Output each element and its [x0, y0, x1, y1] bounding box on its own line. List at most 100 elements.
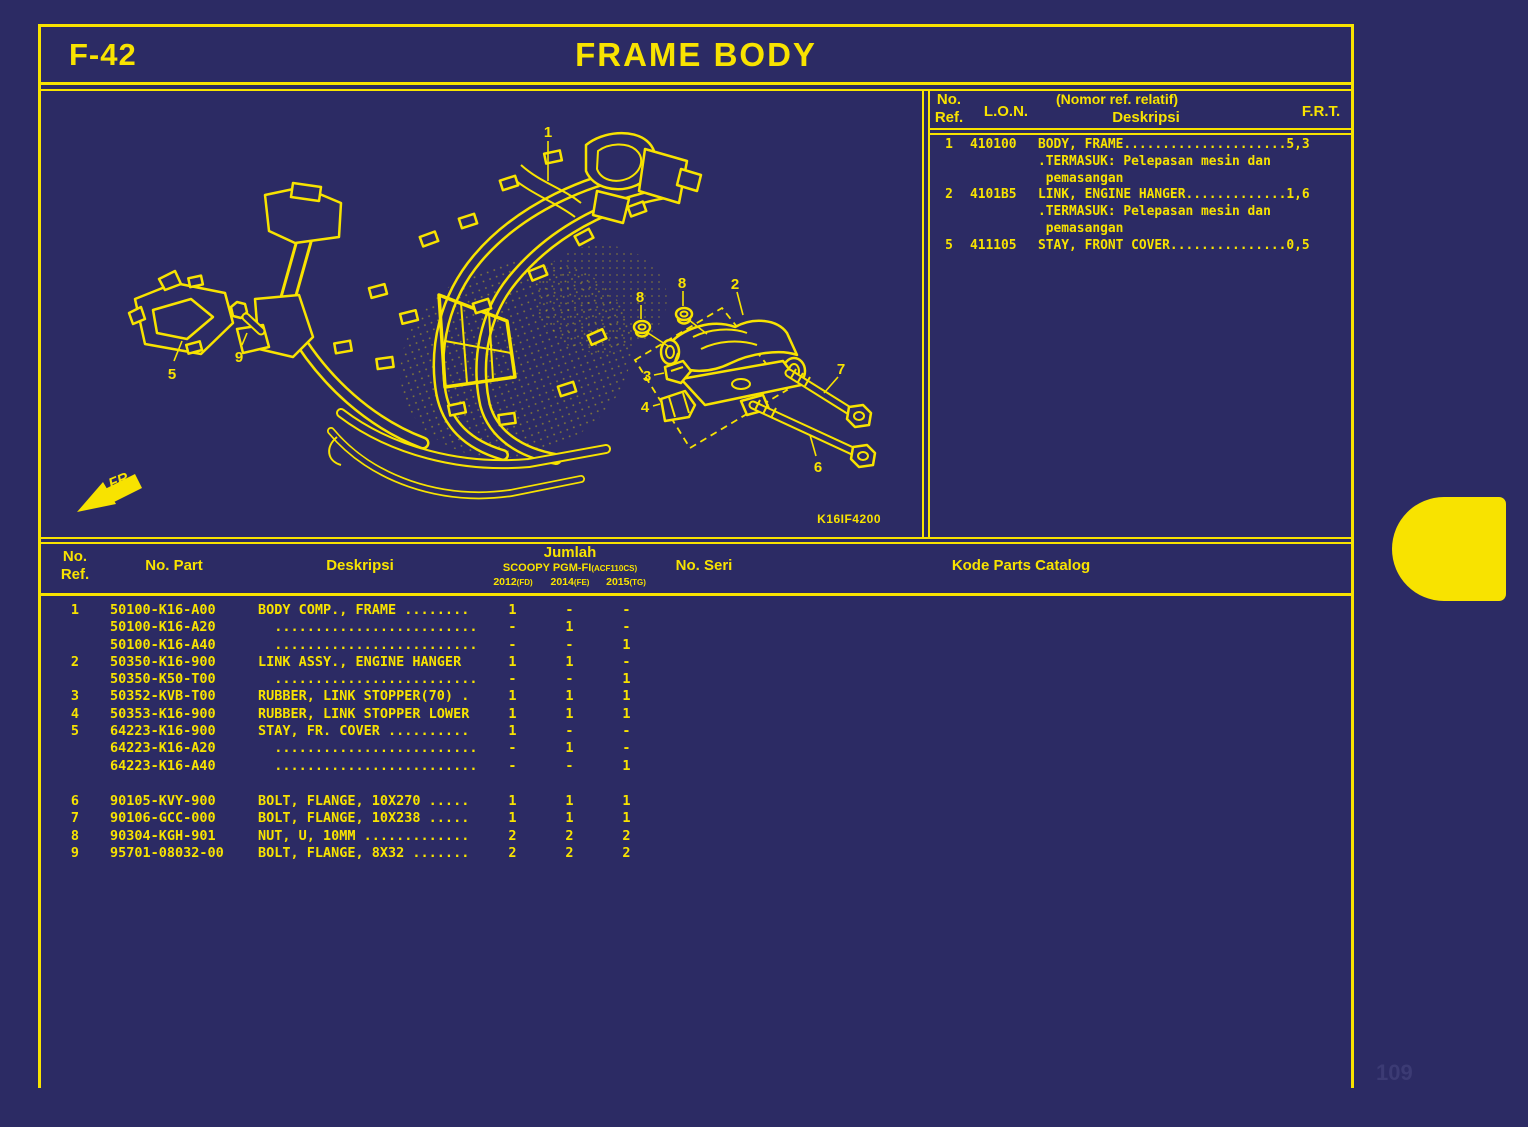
divider: [922, 91, 924, 537]
callout-8a: 8: [636, 289, 644, 306]
parts-col-model: SCOOPY PGM-FI(ACF110CS): [503, 562, 637, 574]
qty-2012: 1: [508, 810, 517, 827]
parts-table-row: 64223-K16-A20 ......................... -…: [41, 740, 1351, 757]
qty-2014: 1: [565, 792, 574, 809]
front-direction-arrow: FR.: [77, 468, 142, 512]
part-description: .........................: [258, 636, 478, 653]
stay-front-cover-part: [127, 269, 235, 356]
ref-table-line: .TERMASUK: Pelepasan mesin dan: [930, 154, 1351, 171]
ref-col-no: No.: [936, 91, 962, 108]
year-label: 2012: [493, 576, 517, 588]
ref-description: BODY, FRAME.....................5,3: [1038, 137, 1310, 152]
callout-2: 2: [731, 276, 739, 293]
callout-5: 5: [168, 366, 176, 383]
page-code: F-42: [69, 37, 137, 72]
ref-no: [930, 221, 968, 238]
frame-brackets: [333, 149, 648, 427]
part-number: 64223-K16-900: [110, 723, 216, 740]
qty-2015: 2: [622, 827, 631, 844]
ref-col-lon: L.O.N.: [983, 103, 1029, 120]
qty-2012: -: [508, 757, 517, 774]
qty-2012: -: [508, 740, 517, 757]
qty-2015: 1: [622, 810, 631, 827]
qty-2014: 1: [565, 740, 574, 757]
callout-4: 4: [641, 399, 650, 416]
qty-2012: -: [508, 619, 517, 636]
divider: [928, 91, 930, 537]
qty-2015: 1: [622, 705, 631, 722]
part-description: BOLT, FLANGE, 10X238 .....: [258, 810, 470, 827]
divider: [41, 542, 1351, 544]
part-number: 50350-K16-900: [110, 653, 216, 670]
ref-col-deskripsi: Deskripsi: [1112, 109, 1180, 126]
part-ref-no: [41, 671, 109, 688]
qty-2015: 1: [622, 671, 631, 688]
ref-no: 2: [945, 187, 953, 203]
part-number: 50353-K16-900: [110, 705, 216, 722]
section-thumb-tab[interactable]: [1392, 497, 1506, 601]
part-ref-no: 4: [70, 705, 80, 722]
part-ref-no: 1: [70, 602, 80, 618]
ref-description: .TERMASUK: Pelepasan mesin dan: [1038, 204, 1271, 220]
qty-2015: 1: [622, 757, 631, 774]
qty-2014: 1: [565, 653, 574, 670]
year-code: (FE): [573, 578, 590, 587]
parts-col-ref: Ref.: [60, 566, 90, 583]
part-number: 90106-GCC-000: [110, 810, 216, 827]
ref-description: pemasangan: [1038, 170, 1124, 186]
ref-table-line: pemasangan: [930, 171, 1351, 188]
qty-2014: -: [565, 723, 574, 740]
part-ref-no: 6: [70, 792, 80, 809]
part-description: .........................: [258, 740, 478, 757]
part-number: 50100-K16-A20: [110, 619, 216, 636]
parts-col-year-2012: 2012(FD): [493, 576, 532, 588]
qty-2012: -: [508, 636, 517, 653]
qty-2015: 1: [622, 636, 631, 653]
ref-table-line: .TERMASUK: Pelepasan mesin dan: [930, 204, 1351, 221]
qty-2012: 1: [508, 688, 517, 705]
lon-code: [968, 204, 1036, 221]
qty-2015: -: [622, 653, 631, 670]
ref-no: [930, 171, 968, 188]
qty-2015: -: [622, 723, 631, 740]
qty-2014: -: [565, 757, 574, 774]
part-description: NUT, U, 10MM .............: [258, 827, 470, 844]
page-title: FRAME BODY: [575, 36, 817, 73]
year-label: 2014: [550, 576, 574, 588]
part-number: 50100-K16-A00: [110, 602, 216, 618]
qty-2012: 1: [508, 723, 517, 740]
ref-description: STAY, FRONT COVER...............0,5: [1038, 237, 1310, 253]
engine-hanger-assembly: [632, 306, 877, 469]
parts-col-deskripsi: Deskripsi: [326, 557, 394, 574]
parts-col-jumlah: Jumlah: [543, 544, 597, 561]
callout-8b: 8: [678, 275, 686, 292]
part-ref-no: [41, 758, 109, 775]
lon-code: [968, 221, 1036, 238]
model-name: SCOOPY PGM-FI: [502, 562, 592, 574]
part-number: 50352-KVB-T00: [110, 688, 216, 705]
part-number: 64223-K16-A20: [110, 740, 216, 757]
part-ref-no: 2: [70, 653, 80, 670]
diagram-code: K16IF4200: [817, 512, 881, 526]
ref-col-ref: Ref.: [934, 109, 964, 126]
qty-2015: -: [622, 740, 631, 757]
callout-9: 9: [235, 349, 243, 366]
parts-col-kode: Kode Parts Catalog: [951, 557, 1091, 574]
part-description: BOLT, FLANGE, 10X270 .....: [258, 792, 470, 809]
lon-code: 410100: [970, 137, 1017, 152]
qty-2012: 2: [508, 827, 517, 844]
qty-2014: 2: [565, 844, 574, 861]
qty-2014: -: [565, 602, 574, 618]
part-ref-no: 9: [70, 844, 80, 861]
qty-2012: -: [508, 671, 517, 688]
callout-6: 6: [814, 459, 822, 476]
qty-2014: 2: [565, 827, 574, 844]
content-frame: F-42 FRAME BODY: [38, 24, 1354, 1088]
qty-2014: 1: [565, 705, 574, 722]
